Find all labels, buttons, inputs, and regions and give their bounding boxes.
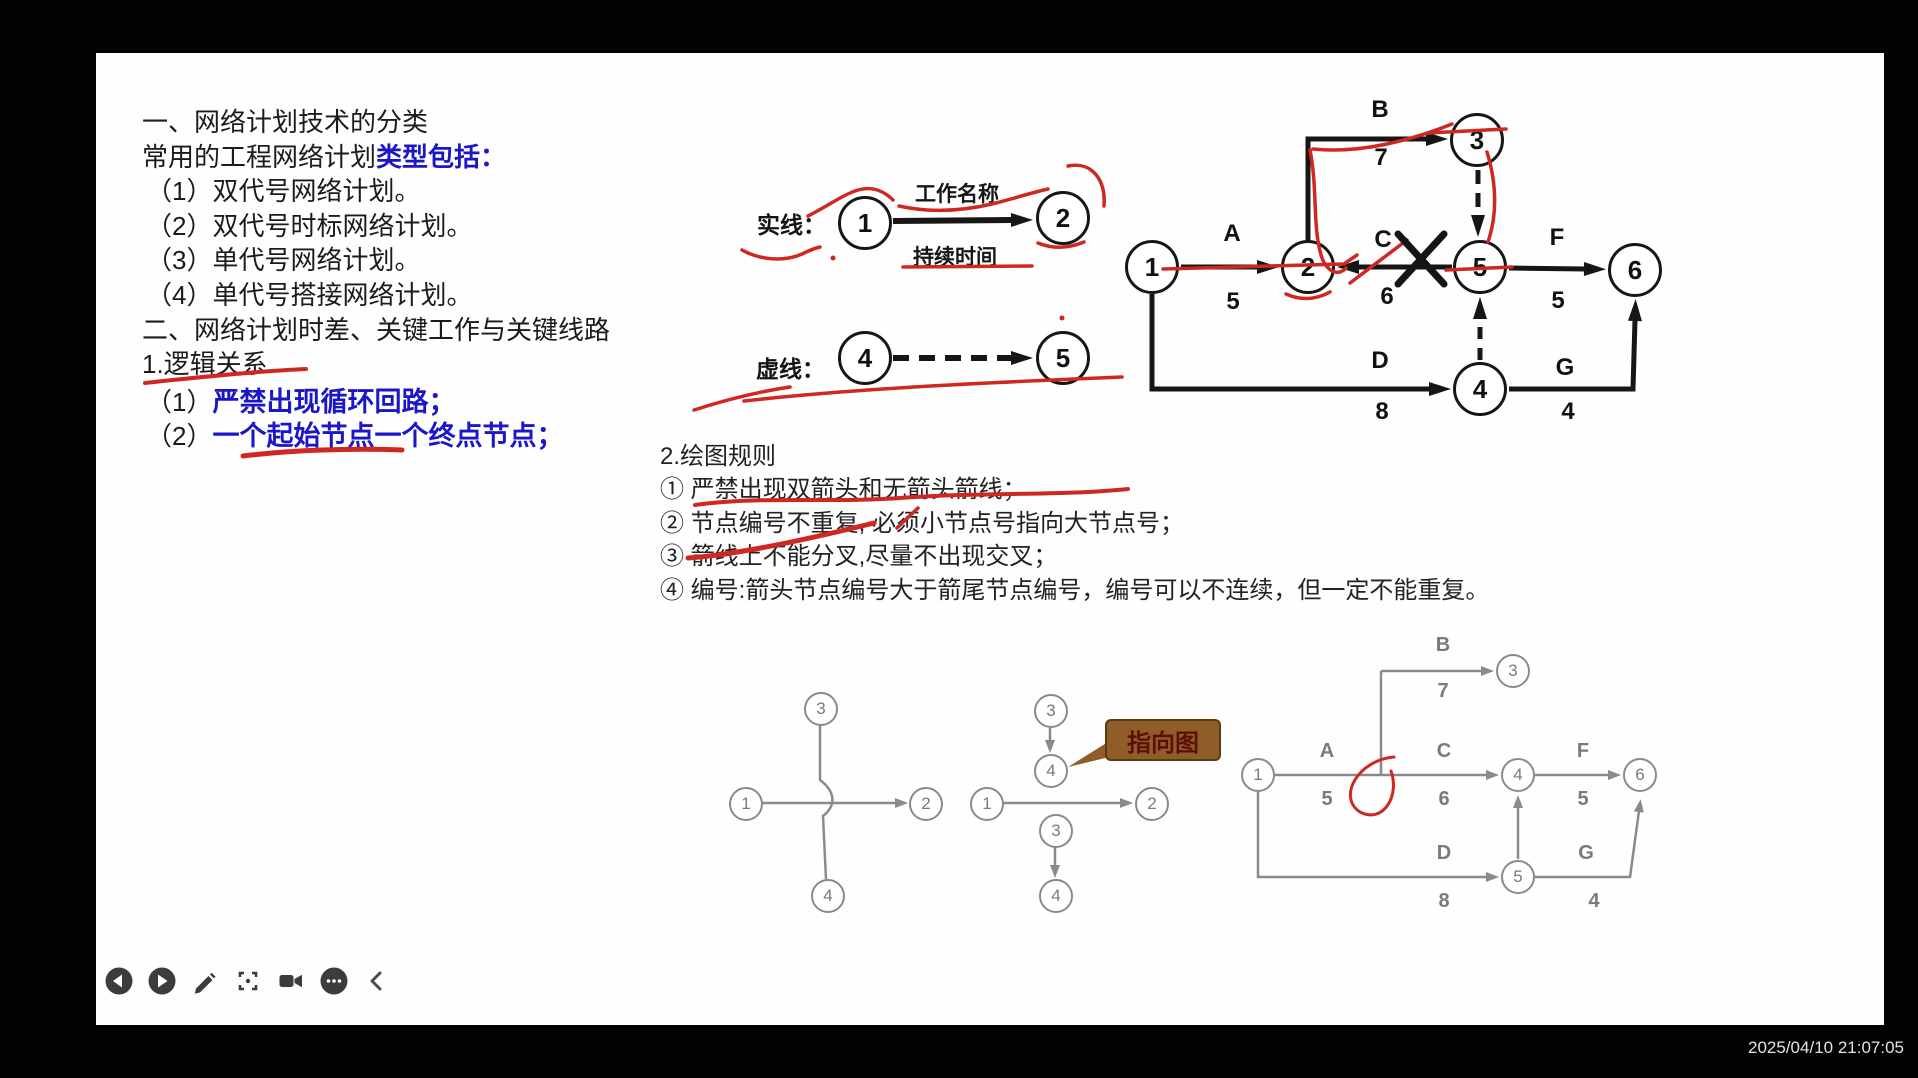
edge-duration-D: 8 (1375, 398, 1389, 425)
draw-button[interactable] (188, 964, 222, 998)
br-edge-label-G: G (1578, 842, 1594, 864)
br-edge-label-C: C (1436, 740, 1452, 762)
edge-label-A: A (1223, 220, 1241, 247)
main-node-4: 4 (1453, 362, 1507, 416)
br-edge-duration-A: 5 (1321, 788, 1333, 810)
collapse-button[interactable] (360, 964, 394, 998)
play-icon (158, 974, 168, 988)
br-node-4: 4 (1501, 758, 1535, 792)
legend-solid-node-2: 2 (1036, 191, 1090, 245)
legend-dashed-node-5: 5 (1036, 331, 1090, 385)
duration-label: 持续时间 (913, 246, 997, 269)
edge-duration-A: 5 (1226, 288, 1240, 315)
back-button[interactable] (102, 964, 136, 998)
br-edge-duration-G: 4 (1588, 890, 1600, 912)
left-text-line-4: （2）双代号时标网络计划。 (146, 211, 473, 241)
legend-dashed-node-4: 4 (838, 331, 892, 385)
chevron-left-icon (370, 971, 382, 991)
br-edge-duration-D: 8 (1438, 890, 1450, 912)
work-name-label: 工作名称 (915, 183, 999, 206)
left-text-line-10: （2）一个起始节点一个终点节点； (146, 421, 564, 451)
ellipsis-icon (326, 979, 331, 983)
edge-duration-F: 5 (1551, 287, 1565, 314)
edge-label-F: F (1549, 224, 1565, 251)
edge-duration-C: 6 (1380, 283, 1394, 310)
left-text-line-3: （1）双代号网络计划。 (146, 176, 421, 206)
br-node-5: 5 (1501, 860, 1535, 894)
edge-label-B: B (1371, 96, 1389, 123)
legend-solid-label: 实线： (757, 212, 826, 238)
left-text-line-2: 常用的工程网络计划类型包括： (142, 142, 507, 172)
capture-frame-icon (238, 971, 258, 991)
rules-title: 2.绘图规则 (660, 443, 777, 470)
black-x-crossout (1394, 230, 1448, 288)
rule-item-3: ③ 箭线上不能分叉,尽量不出现交叉； (660, 543, 1058, 570)
bl-node-1: 1 (729, 787, 763, 821)
bm-node-4-bottom: 4 (1039, 879, 1073, 913)
legend-solid-node-1: 1 (838, 196, 892, 250)
br-edge-label-D: D (1436, 842, 1452, 864)
edge-duration-G: 4 (1561, 398, 1575, 425)
left-text-line-5: （3）单代号网络计划。 (146, 245, 421, 275)
edge-label-C: C (1374, 226, 1392, 253)
bl-node-4: 4 (811, 879, 845, 913)
edge-duration-B: 7 (1374, 144, 1388, 171)
br-edge-label-F: F (1576, 740, 1590, 762)
toolbar (102, 964, 394, 998)
br-edge-duration-C: 6 (1438, 788, 1450, 810)
record-button[interactable] (274, 964, 308, 998)
capture-button[interactable] (231, 964, 265, 998)
edge-label-G: G (1555, 354, 1575, 381)
slide-area (96, 53, 1884, 1025)
br-edge-label-B: B (1435, 634, 1451, 656)
main-node-1: 1 (1125, 240, 1179, 294)
bm-node-1: 1 (970, 787, 1004, 821)
pencil-icon (194, 976, 213, 994)
rule-item-2: ② 节点编号不重复, 必须小节点号指向大节点号； (660, 510, 1185, 537)
bm-node-2: 2 (1135, 787, 1169, 821)
bl-node-3: 3 (804, 692, 838, 726)
bottom-diagram-edges (761, 666, 1644, 882)
red-pen-strokes (143, 122, 1514, 817)
more-button[interactable] (317, 964, 351, 998)
bm-node-4-top: 4 (1034, 754, 1068, 788)
bl-node-2: 2 (909, 787, 943, 821)
play-button[interactable] (145, 964, 179, 998)
br-node-1: 1 (1241, 758, 1275, 792)
pointing-direction-callout: 指向图 (1105, 719, 1221, 761)
br-node-6: 6 (1623, 758, 1657, 792)
rule-item-4: ④ 编号:箭头节点编号大于箭尾节点编号，编号可以不连续，但一定不能重复。 (660, 577, 1490, 604)
left-text-line-7: 二、网络计划时差、关键工作与关键线路 (142, 315, 611, 345)
left-text-line-6: （4）单代号搭接网络计划。 (146, 280, 473, 310)
main-node-3: 3 (1450, 113, 1504, 167)
br-edge-duration-F: 5 (1577, 788, 1589, 810)
left-text-line-9: （1）严禁出现循环回路； (146, 387, 456, 417)
main-node-6: 6 (1608, 243, 1662, 297)
br-node-3: 3 (1496, 654, 1530, 688)
edge-label-D: D (1371, 347, 1389, 374)
bm-node-3-top: 3 (1034, 694, 1068, 728)
br-edge-duration-B: 7 (1437, 680, 1449, 702)
legend-arrows (892, 213, 1033, 365)
br-edge-label-A: A (1319, 740, 1335, 762)
back-icon (113, 974, 122, 988)
camera-icon (279, 975, 294, 987)
bm-node-3-bottom: 3 (1039, 814, 1073, 848)
legend-dashed-label: 虚线： (756, 356, 825, 382)
left-text-line-1: 一、网络计划技术的分类 (142, 107, 429, 137)
timestamp: 2025/04/10 21:07:05 (1748, 1038, 1904, 1057)
